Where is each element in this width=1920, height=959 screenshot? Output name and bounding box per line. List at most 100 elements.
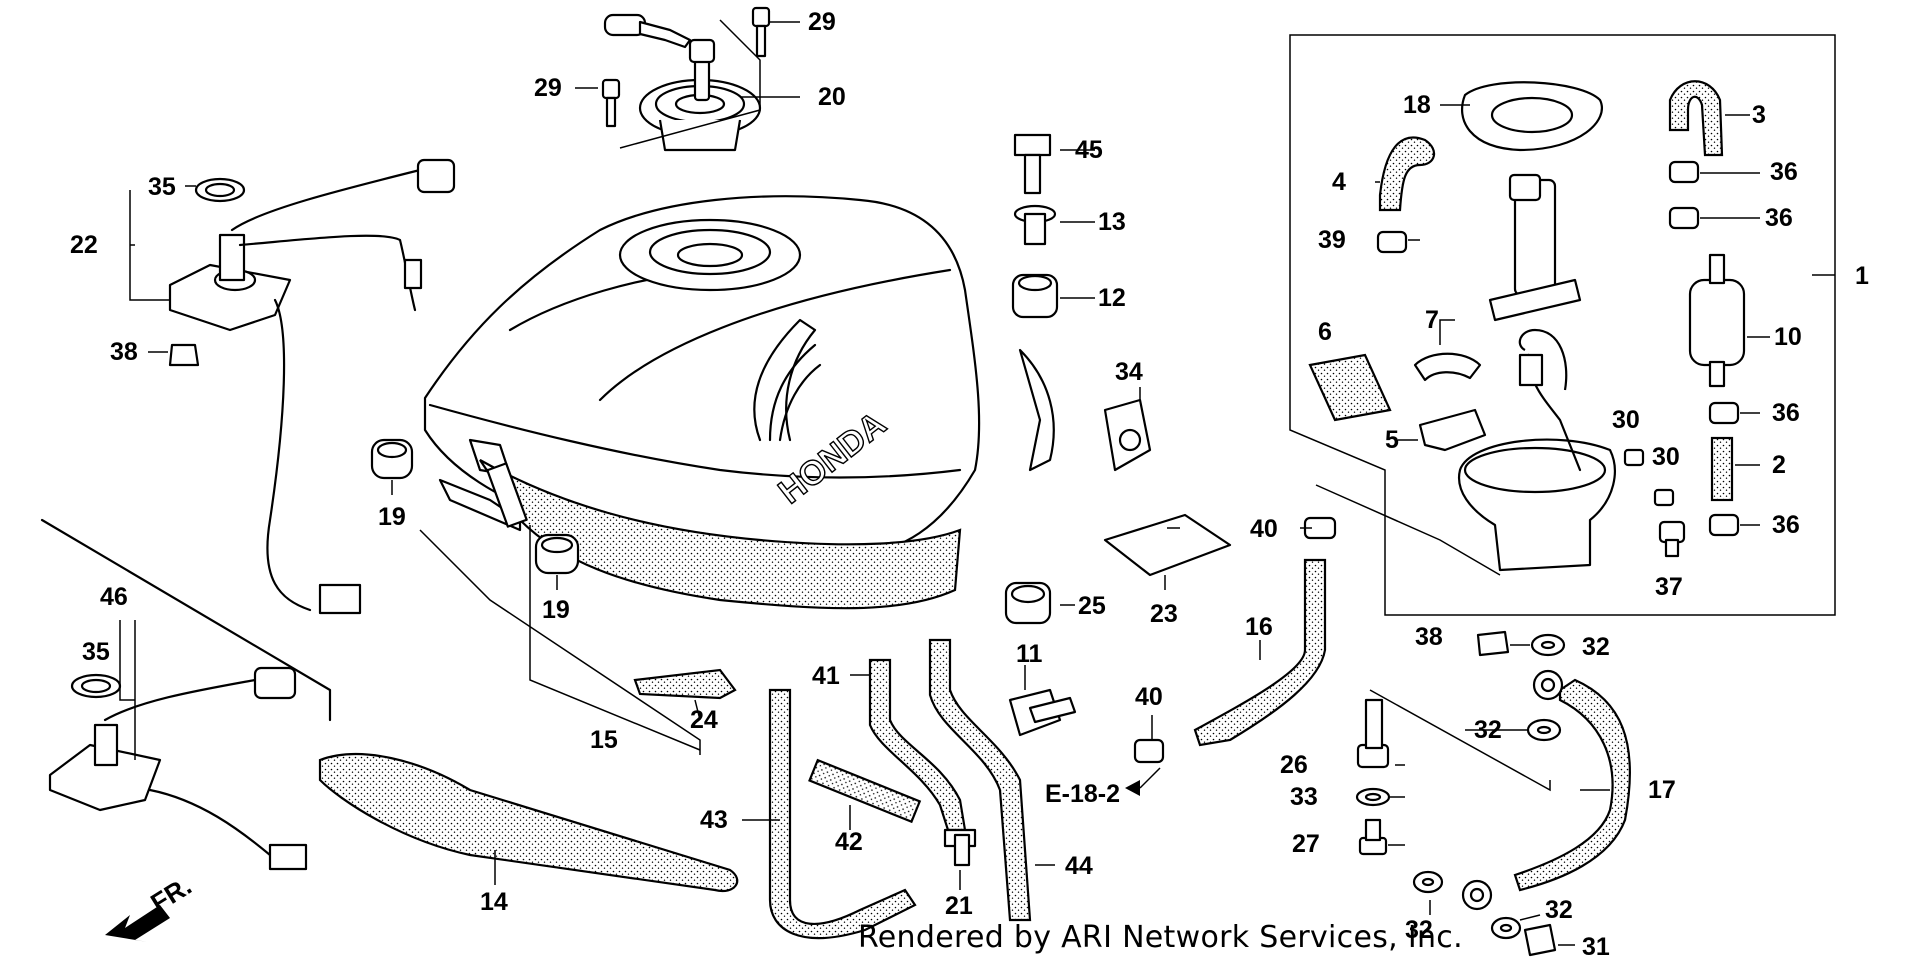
washer-32-d[interactable] bbox=[1490, 916, 1522, 940]
callout-35a: 35 bbox=[148, 173, 176, 201]
damper-19-lower[interactable] bbox=[534, 533, 580, 575]
clip-36-a[interactable] bbox=[1668, 160, 1700, 184]
o-ring-35-lower[interactable] bbox=[70, 673, 122, 699]
damper-12[interactable] bbox=[1011, 273, 1059, 319]
ignition-key[interactable] bbox=[603, 13, 692, 49]
screw-30-a[interactable] bbox=[1623, 448, 1645, 467]
reference-label: E-18-2 bbox=[1045, 780, 1120, 808]
clamp-40-lower[interactable] bbox=[1133, 738, 1165, 764]
clamp-34[interactable] bbox=[1103, 398, 1152, 472]
nut-31[interactable] bbox=[1523, 923, 1557, 957]
bracket-7[interactable] bbox=[1413, 352, 1482, 382]
hose-16[interactable] bbox=[1193, 558, 1327, 747]
damper-25[interactable] bbox=[1004, 581, 1052, 625]
callout-32c: 32 bbox=[1405, 916, 1433, 944]
screw-30-b[interactable] bbox=[1653, 488, 1675, 507]
reference-e-18-2[interactable]: E-18-2 bbox=[1045, 767, 1161, 808]
callout-41: 41 bbox=[812, 662, 840, 690]
fuel-level-sender-alt[interactable] bbox=[48, 666, 308, 871]
clip-39[interactable] bbox=[1376, 230, 1408, 254]
callout-34: 34 bbox=[1115, 358, 1143, 386]
fitting-21[interactable] bbox=[943, 828, 977, 867]
callout-45: 45 bbox=[1075, 136, 1103, 164]
hose-fitting-upper[interactable] bbox=[1532, 669, 1564, 701]
screw-27[interactable] bbox=[1358, 818, 1388, 856]
callout-39: 39 bbox=[1318, 226, 1346, 254]
pump-assembly-frame bbox=[1289, 34, 1836, 616]
damper-19-upper[interactable] bbox=[370, 438, 414, 480]
bracket-line-20 bbox=[619, 19, 761, 149]
fuel-tank[interactable]: HONDA bbox=[423, 195, 1055, 610]
callout-29a: 29 bbox=[808, 8, 836, 36]
gasket-18[interactable] bbox=[1460, 81, 1603, 152]
fuel-hose-17[interactable] bbox=[1513, 678, 1632, 892]
clip-36-d[interactable] bbox=[1708, 513, 1740, 537]
callout-43: 43 bbox=[700, 806, 728, 834]
callout-1: 1 bbox=[1855, 262, 1869, 290]
callout-24: 24 bbox=[690, 706, 718, 734]
filter-6[interactable] bbox=[1308, 353, 1392, 422]
callout-42: 42 bbox=[835, 828, 863, 856]
pump-base[interactable] bbox=[1457, 328, 1616, 572]
bracket-5[interactable] bbox=[1418, 408, 1487, 452]
callout-numbers: 1 2 3 4 5 6 7 10 11 12 13 14 15 16 17 18… bbox=[70, 8, 1869, 959]
washer-32-c[interactable] bbox=[1412, 870, 1444, 894]
callout-11: 11 bbox=[1016, 640, 1043, 668]
callout-46: 46 bbox=[100, 583, 128, 611]
o-ring-35-upper[interactable] bbox=[194, 177, 246, 203]
callout-14: 14 bbox=[480, 888, 508, 916]
callout-40a: 40 bbox=[1250, 515, 1278, 543]
callout-12: 12 bbox=[1098, 284, 1126, 312]
callout-36b: 36 bbox=[1765, 204, 1793, 232]
hose-42[interactable] bbox=[808, 758, 922, 824]
rubber-seal-14[interactable] bbox=[318, 753, 739, 893]
bracket-15[interactable] bbox=[438, 462, 528, 532]
callout-6: 6 bbox=[1318, 318, 1332, 346]
callout-36c: 36 bbox=[1772, 399, 1800, 427]
callout-3: 3 bbox=[1752, 101, 1766, 129]
callout-17: 17 bbox=[1648, 776, 1676, 804]
callout-22: 22 bbox=[70, 231, 98, 259]
bolt-26[interactable] bbox=[1356, 698, 1390, 769]
bolt-29-left[interactable] bbox=[601, 78, 621, 128]
callout-5: 5 bbox=[1385, 426, 1399, 454]
nut-38-right[interactable] bbox=[1476, 630, 1510, 657]
fuel-filter-10[interactable] bbox=[1688, 253, 1746, 388]
callout-33: 33 bbox=[1290, 783, 1318, 811]
callout-30a: 30 bbox=[1612, 406, 1640, 434]
fuel-pump-motor[interactable] bbox=[1488, 173, 1582, 322]
callout-32a: 32 bbox=[1582, 633, 1610, 661]
callout-29b: 29 bbox=[534, 74, 562, 102]
bolt-45[interactable] bbox=[1013, 133, 1052, 195]
washer-33[interactable] bbox=[1355, 787, 1391, 807]
washer-32-b[interactable] bbox=[1526, 718, 1562, 742]
washer-32-a[interactable] bbox=[1530, 633, 1566, 657]
hose-fitting-lower[interactable] bbox=[1461, 879, 1493, 911]
clip-11[interactable] bbox=[1008, 688, 1077, 737]
hose-3[interactable] bbox=[1668, 80, 1724, 157]
callout-30b: 30 bbox=[1652, 443, 1680, 471]
hose-4[interactable] bbox=[1378, 136, 1436, 212]
screw-37[interactable] bbox=[1658, 520, 1686, 558]
callout-32b: 32 bbox=[1474, 716, 1502, 744]
callout-15: 15 bbox=[590, 726, 618, 754]
clip-36-b[interactable] bbox=[1668, 206, 1700, 230]
callout-36a: 36 bbox=[1770, 158, 1798, 186]
clip-36-c[interactable] bbox=[1708, 401, 1740, 425]
callout-18: 18 bbox=[1403, 91, 1431, 119]
pad-24[interactable] bbox=[633, 668, 737, 700]
footer-credit: Rendered by ARI Network Services, Inc. bbox=[858, 920, 1463, 955]
nut-38-left[interactable] bbox=[168, 343, 200, 367]
callout-20: 20 bbox=[818, 83, 846, 111]
hose-43[interactable] bbox=[768, 688, 917, 940]
callout-36d: 36 bbox=[1772, 511, 1800, 539]
hose-2[interactable] bbox=[1710, 436, 1734, 502]
hose-44[interactable] bbox=[928, 638, 1032, 922]
collar-13[interactable] bbox=[1013, 204, 1057, 246]
callout-16: 16 bbox=[1245, 613, 1273, 641]
sheet-23[interactable] bbox=[1103, 513, 1232, 577]
fuel-cap-assembly[interactable] bbox=[638, 38, 762, 152]
fuel-level-sender[interactable] bbox=[168, 158, 456, 615]
section-divider-line bbox=[40, 518, 332, 722]
bolt-29-right[interactable] bbox=[751, 6, 771, 58]
